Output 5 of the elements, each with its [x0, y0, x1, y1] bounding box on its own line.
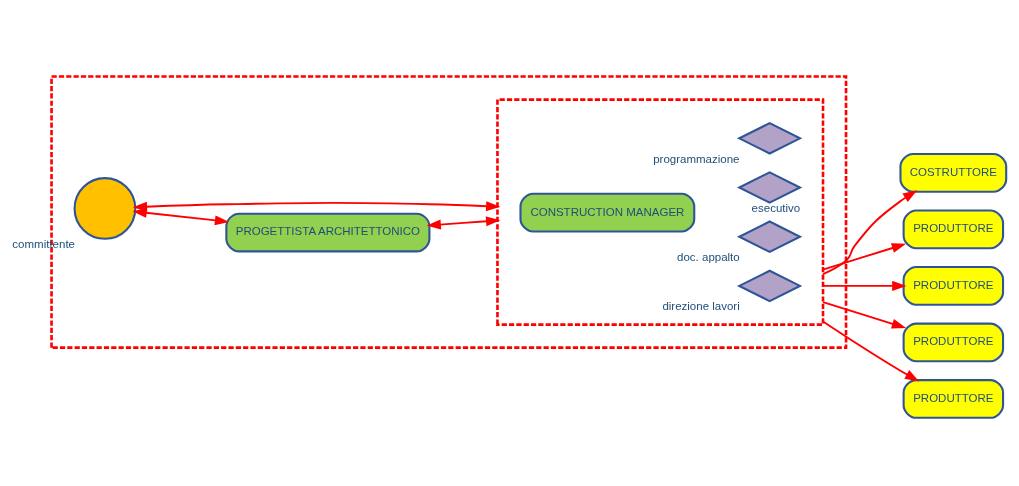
node-label: esecutivo: [751, 201, 801, 214]
node-label: direzione lavori: [662, 300, 740, 313]
node-label: committente: [12, 238, 75, 251]
node-label: doc. appalto: [677, 251, 740, 264]
node-label: programmazione: [653, 152, 740, 165]
